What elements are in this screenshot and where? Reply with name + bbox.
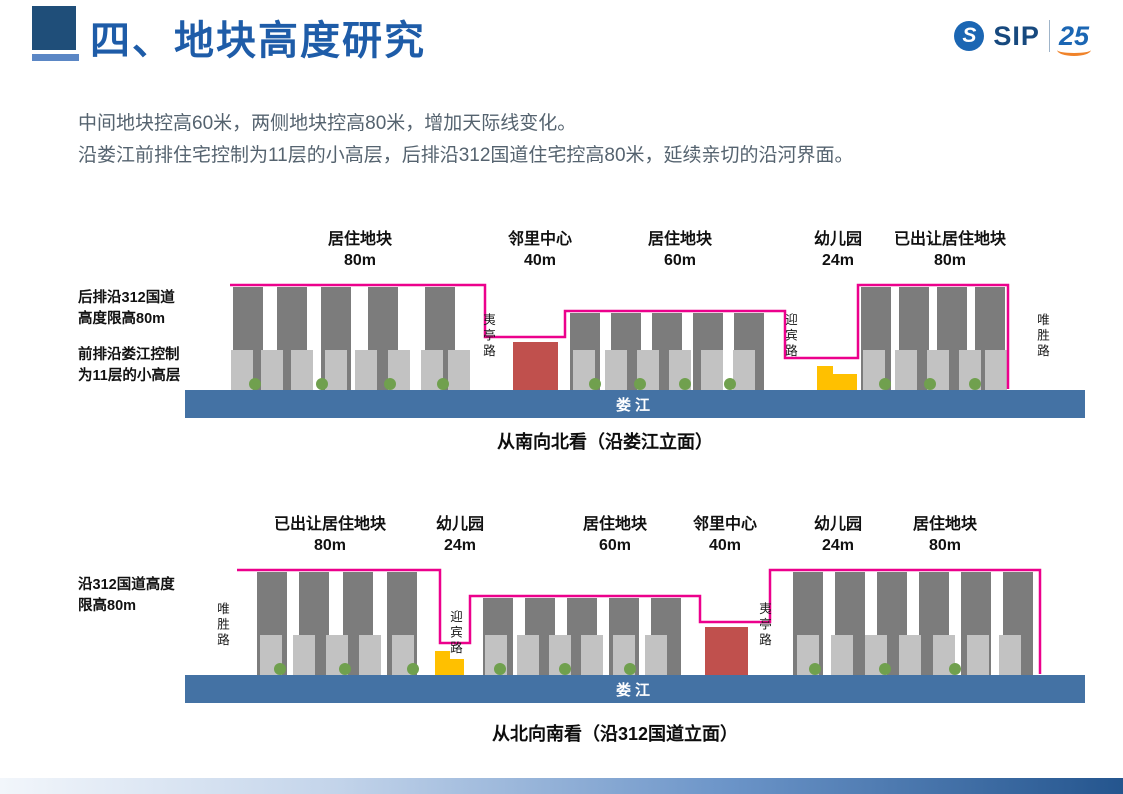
sip-wordmark: SIP	[993, 20, 1040, 51]
river-bar: 娄江	[185, 675, 1085, 703]
intro-line-1: 中间地块控高60米，两侧地块控高80米，增加天际线变化。	[78, 113, 577, 134]
height-limit-line	[237, 568, 1042, 674]
river-label: 娄江	[615, 396, 654, 414]
river-bar: 娄江	[185, 390, 1085, 418]
note-front-row-height: 前排沿娄江控制 为11层的小高层	[78, 345, 180, 387]
zone-name: 已出让居住地块	[273, 516, 387, 533]
road-label-weisheng: 唯胜路	[1035, 313, 1049, 360]
zone-name: 居住地块	[582, 516, 648, 533]
zone-height: 80m	[928, 537, 962, 554]
page-title: 四、地块高度研究	[90, 19, 426, 63]
zone-label: 居住地块 60m	[648, 229, 712, 271]
intro-text: 中间地块控高60米，两侧地块控高80米，增加天际线变化。 沿娄江前排住宅控制为1…	[78, 108, 854, 172]
note-line: 沿312国道高度	[78, 577, 175, 593]
zone-name: 幼儿园	[435, 516, 485, 533]
trees	[274, 663, 961, 675]
zone-label: 邻里中心 40m	[693, 514, 757, 556]
zone-height: 60m	[598, 537, 632, 554]
note-back-row-height: 后排沿312国道 高度限高80m	[78, 288, 175, 330]
zone-name: 邻里中心	[507, 231, 573, 248]
intro-line-2: 沿娄江前排住宅控制为11层的小高层，后排沿312国道住宅控高80米，延续亲切的沿…	[78, 145, 854, 166]
neighborhood-center-building	[513, 342, 558, 390]
zone-height: 60m	[663, 252, 697, 269]
neighborhood-center-building	[705, 627, 748, 675]
road-label-yingbin: 迎宾路	[783, 313, 797, 360]
river-label: 娄江	[615, 681, 654, 699]
zone-label: 居住地块 80m	[913, 514, 977, 556]
zone-height: 24m	[821, 252, 855, 269]
zone-label: 居住地块 60m	[583, 514, 647, 556]
height-limit-line	[230, 283, 1010, 389]
zone-height: 24m	[821, 537, 855, 554]
zone-height: 24m	[443, 537, 477, 554]
zone-name: 幼儿园	[813, 516, 863, 533]
zone-height: 80m	[313, 537, 347, 554]
zone-label: 幼儿园 24m	[814, 229, 862, 271]
elevation-diagram-south-view: 居住地块 80m 邻里中心 40m 居住地块 60m 幼儿园 24m 已出让居住…	[185, 225, 1085, 460]
road-label-yiting: 夷亭路	[757, 602, 771, 649]
zone-name: 已出让居住地块	[893, 231, 1007, 248]
kindergarten-building	[435, 651, 464, 675]
road-label-weisheng: 唯胜路	[215, 602, 229, 649]
note-312-height: 沿312国道高度 限高80m	[78, 575, 175, 617]
front-row-buildings	[260, 635, 1021, 675]
note-line: 后排沿312国道	[78, 290, 175, 306]
zone-name: 居住地块	[327, 231, 393, 248]
zone-label: 邻里中心 40m	[508, 229, 572, 271]
skyline-south-view	[230, 283, 1010, 390]
zone-label: 幼儿园 24m	[814, 514, 862, 556]
zone-name: 邻里中心	[692, 516, 758, 533]
zone-label: 已出让居住地块 80m	[274, 514, 386, 556]
zone-name: 居住地块	[647, 231, 713, 248]
zone-height: 40m	[708, 537, 742, 554]
skyline-north-view	[237, 568, 1042, 675]
note-line: 高度限高80m	[78, 311, 166, 328]
kindergarten-building	[817, 366, 857, 390]
zone-label: 幼儿园 24m	[436, 514, 484, 556]
road-label-yingbin: 迎宾路	[448, 610, 462, 657]
sip-s-icon: S	[954, 21, 985, 51]
anniversary-25-mark: 25	[1056, 21, 1095, 56]
zone-name: 居住地块	[912, 516, 978, 533]
footer-gradient-bar	[0, 778, 1123, 794]
zone-height: 80m	[933, 252, 967, 269]
zone-label: 居住地块 80m	[328, 229, 392, 271]
zone-height: 80m	[343, 252, 377, 269]
trees	[249, 378, 981, 390]
note-line: 前排沿娄江控制	[78, 347, 180, 363]
logo-divider	[1048, 20, 1050, 52]
diagram-caption-south: 从南向北看（沿娄江立面）	[497, 432, 713, 452]
zone-height: 40m	[523, 252, 557, 269]
note-line: 为11层的小高层	[78, 368, 181, 385]
elevation-diagram-north-view: 已出让居住地块 80m 幼儿园 24m 居住地块 60m 邻里中心 40m 幼儿…	[185, 510, 1085, 750]
title-accent-square	[32, 6, 76, 50]
title-accent-underline	[32, 54, 79, 61]
zone-label: 已出让居住地块 80m	[894, 229, 1006, 271]
note-line: 限高80m	[78, 598, 137, 615]
diagram-caption-north: 从北向南看（沿312国道立面）	[491, 724, 739, 744]
road-label-yiting: 夷亭路	[481, 313, 495, 360]
zone-name: 幼儿园	[813, 231, 863, 248]
sip-logo: S SIP 25	[954, 20, 1095, 56]
